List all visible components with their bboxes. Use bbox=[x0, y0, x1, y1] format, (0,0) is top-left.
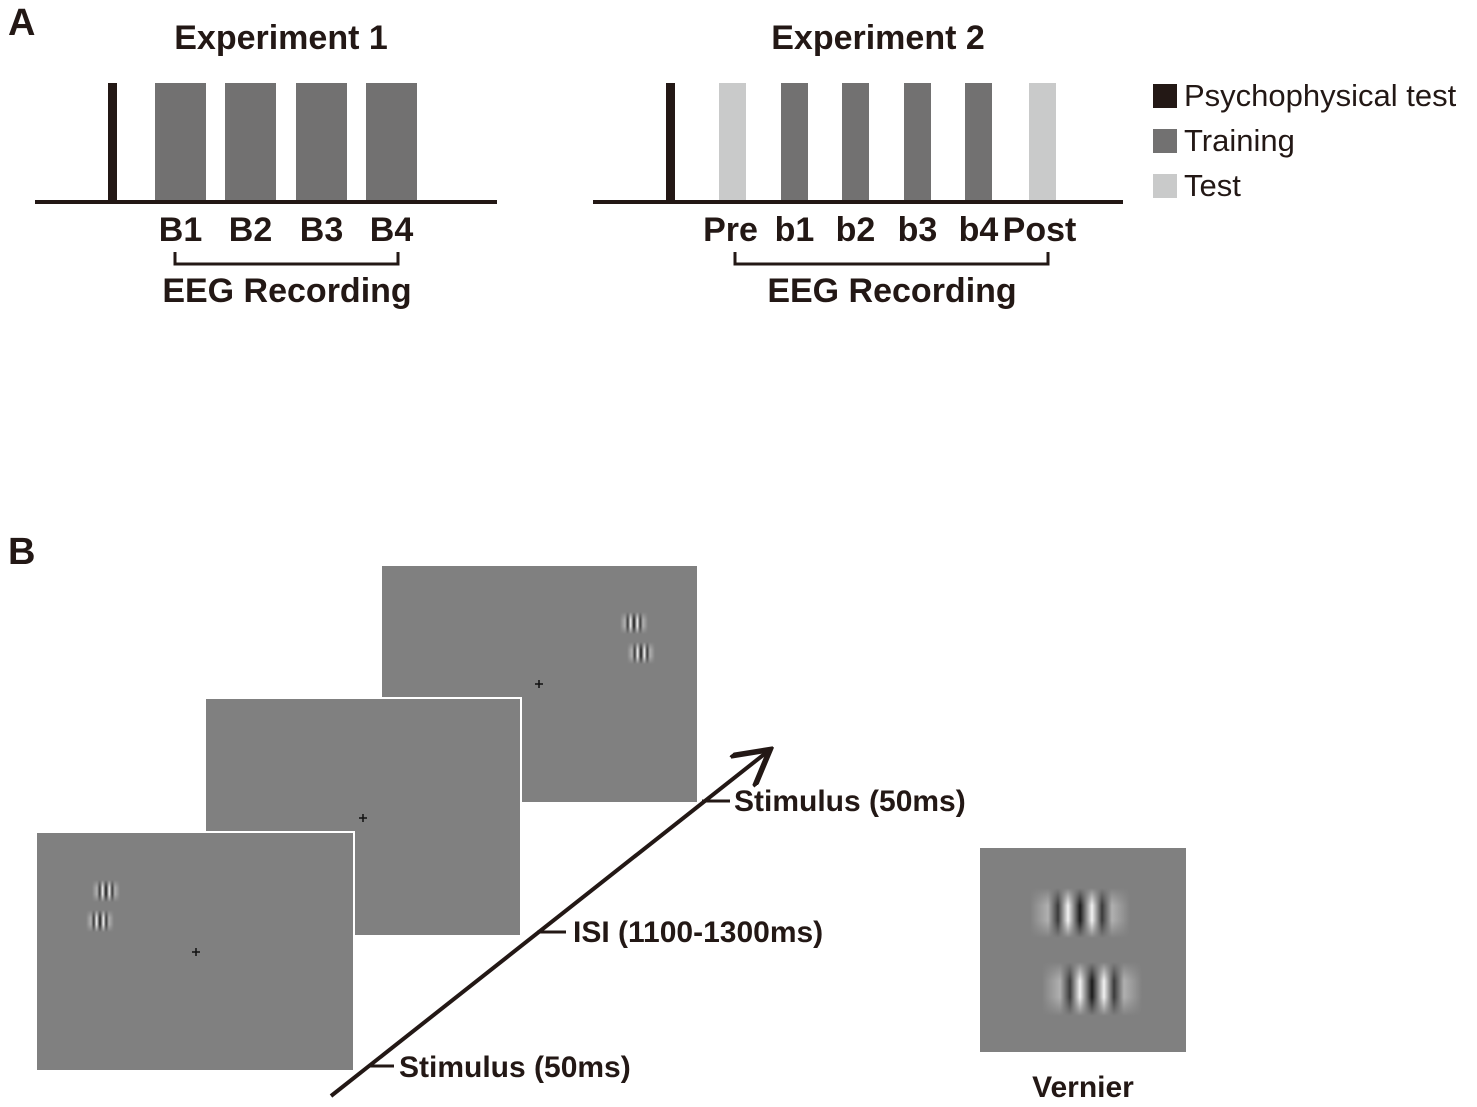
block-label-b3: b3 bbox=[898, 211, 938, 249]
timeline-annotations: Stimulus (50ms) ISI (1100-1300ms) Stimul… bbox=[368, 785, 966, 1084]
legend-label-psychophysical: Psychophysical test bbox=[1184, 78, 1457, 113]
training-block bbox=[842, 83, 869, 200]
training-block bbox=[904, 83, 931, 200]
block-label-pre: Pre bbox=[703, 211, 758, 249]
fixation-cross bbox=[359, 814, 367, 822]
experiment-2-eeg-label: EEG Recording bbox=[767, 272, 1016, 310]
experiment-2-eeg-bracket bbox=[733, 252, 1050, 266]
block-label-b2: B2 bbox=[229, 211, 272, 249]
experiment-1-title: Experiment 1 bbox=[174, 19, 388, 57]
legend-swatch-psychophysical bbox=[1153, 84, 1177, 108]
block-label-b4: B4 bbox=[370, 211, 414, 249]
fixation-cross bbox=[535, 680, 543, 688]
timeline-label-stimulus-1: Stimulus (50ms) bbox=[399, 1051, 631, 1084]
training-block bbox=[366, 83, 417, 200]
vernier-label: Vernier bbox=[1032, 1071, 1134, 1104]
legend-label-training: Training bbox=[1184, 123, 1295, 158]
vernier-closeup bbox=[980, 848, 1186, 1052]
vernier-stimulus-small bbox=[86, 880, 120, 932]
vernier-stimulus-small bbox=[620, 612, 655, 664]
stimulus-screen-front bbox=[35, 831, 355, 1072]
test-block bbox=[719, 83, 746, 200]
timeline-label-isi: ISI (1100-1300ms) bbox=[573, 916, 823, 949]
panel-a-label: A bbox=[8, 2, 35, 44]
experiment-1-blocks bbox=[108, 83, 417, 200]
experiment-1-block-labels: B1 B2 B3 B4 bbox=[159, 211, 414, 249]
experiment-2-blocks bbox=[666, 83, 1056, 200]
training-block bbox=[781, 83, 808, 200]
experiment-2-title: Experiment 2 bbox=[771, 19, 985, 57]
stimulus-screen-back bbox=[380, 564, 699, 804]
block-label-b1: b1 bbox=[775, 211, 815, 249]
training-block bbox=[296, 83, 347, 200]
block-label-b2: b2 bbox=[836, 211, 876, 249]
legend-swatch-training bbox=[1153, 129, 1177, 153]
panel-b-label: B bbox=[8, 531, 35, 573]
psychophysical-block bbox=[666, 83, 675, 200]
training-block bbox=[155, 83, 206, 200]
block-label-b1: B1 bbox=[159, 211, 202, 249]
test-block bbox=[1029, 83, 1056, 200]
training-block bbox=[225, 83, 276, 200]
fixation-cross bbox=[192, 948, 200, 956]
experiment-1-eeg-bracket bbox=[173, 252, 400, 266]
legend-swatch-test bbox=[1153, 174, 1177, 198]
experiment-1-eeg-label: EEG Recording bbox=[162, 272, 411, 310]
block-label-b4: b4 bbox=[959, 211, 999, 249]
block-label-post: Post bbox=[1003, 211, 1077, 249]
block-label-b3: B3 bbox=[300, 211, 343, 249]
time-arrow bbox=[329, 752, 767, 1098]
experiment-1-diagram: Experiment 1 B1 B2 B3 B4 EEG Recording bbox=[35, 19, 497, 310]
training-block bbox=[965, 83, 992, 200]
legend-label-test: Test bbox=[1184, 168, 1241, 203]
timeline-label-stimulus-2: Stimulus (50ms) bbox=[734, 785, 966, 818]
psychophysical-block bbox=[108, 83, 117, 200]
